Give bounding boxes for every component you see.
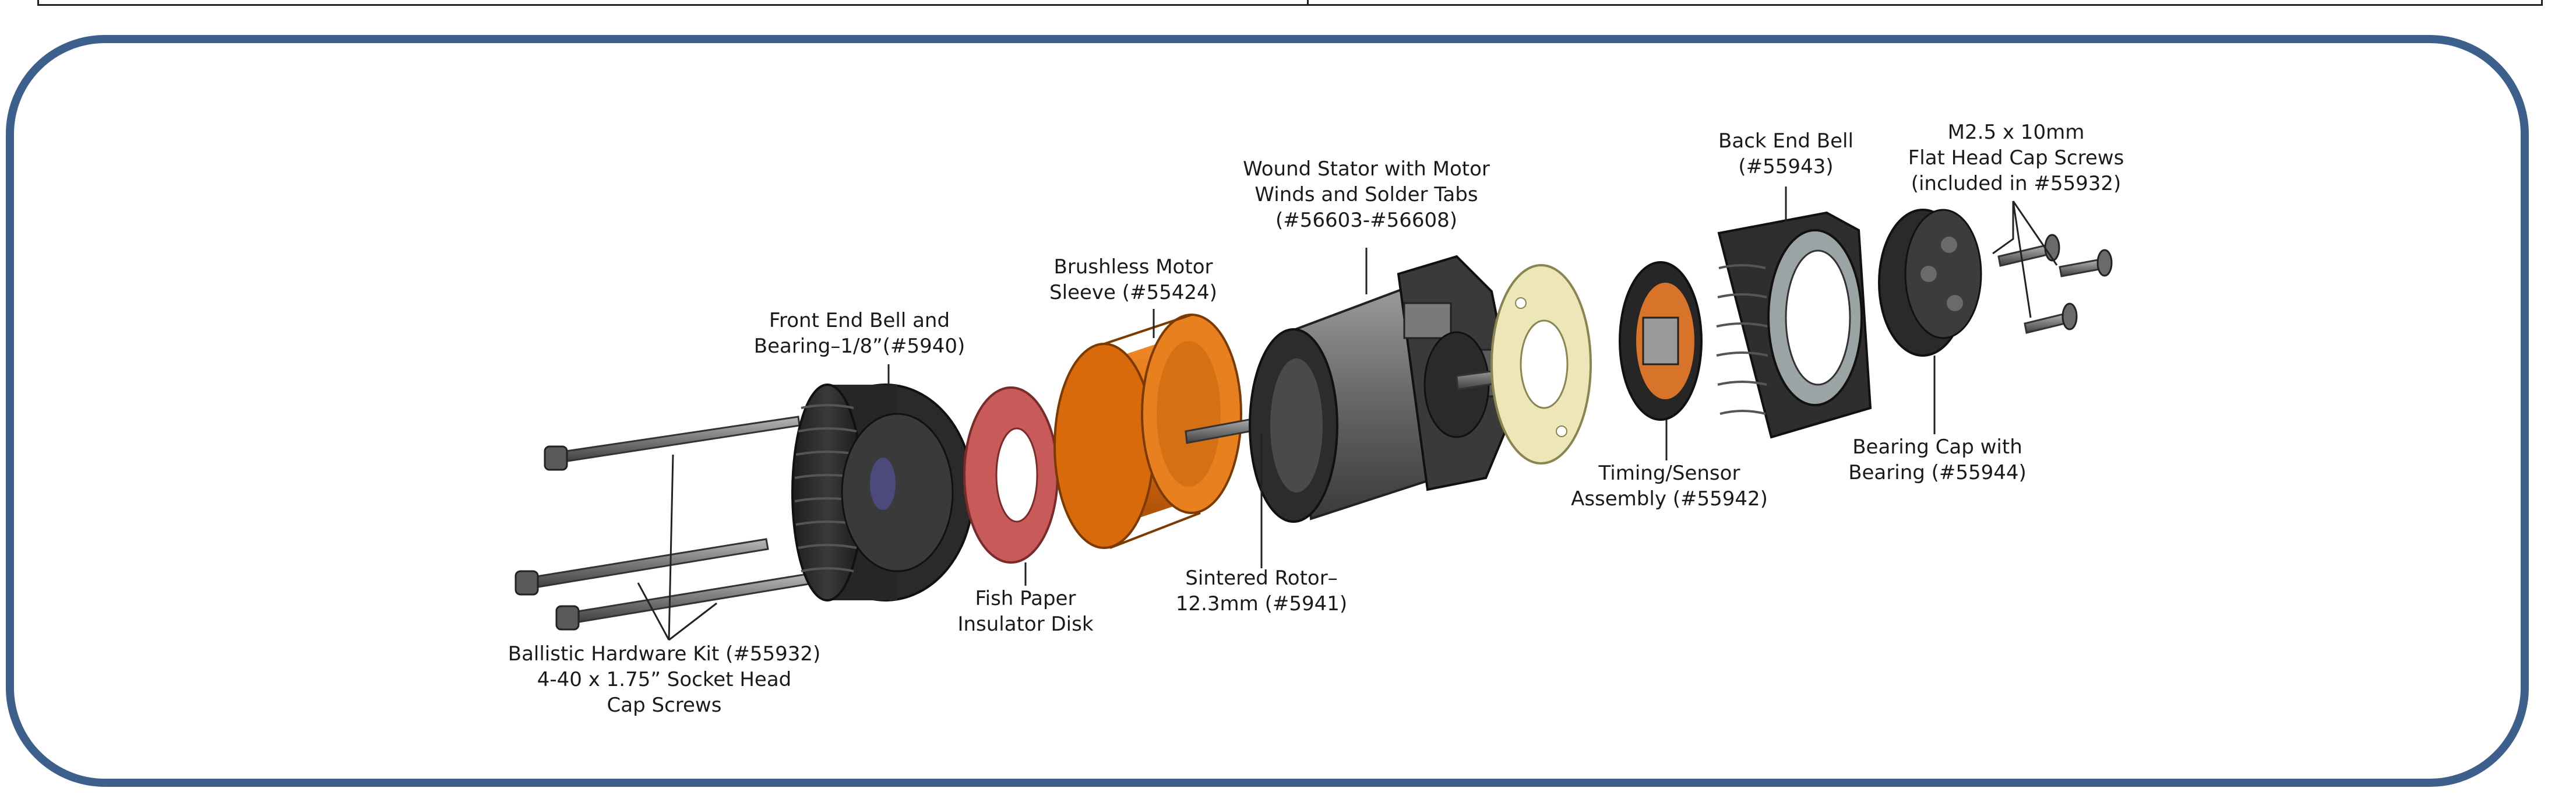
label-sintered-rotor: Sintered Rotor– 12.3mm (#5941): [1175, 567, 1348, 615]
timing-sensor-plate: [1490, 264, 1592, 465]
leader-flat-screws-c: [2012, 200, 2032, 318]
table-strip: [37, 0, 2543, 6]
front-end-bell: [791, 384, 974, 601]
label-flat-head-screws: M2.5 x 10mm Flat Head Cap Screws (includ…: [1908, 121, 2124, 195]
leader-hardware-a: [668, 454, 674, 641]
leader-flat-screws-a: [1992, 201, 2014, 255]
table-divider: [1307, 0, 1309, 6]
diagram-frame: [6, 35, 2529, 787]
flat-head-cap-screws: [1997, 234, 2113, 334]
leader-hardware-b: [637, 582, 670, 641]
label-hardware-kit: Ballistic Hardware Kit (#55932) 4-40 x 1…: [508, 642, 821, 717]
label-fish-paper: Fish Paper Insulator Disk: [957, 587, 1094, 636]
back-end-bell: [1716, 211, 1872, 439]
leader-flat-screws-b: [2012, 200, 2058, 266]
label-brushless-sleeve: Brushless Motor Sleeve (#55424): [1049, 255, 1217, 304]
label-wound-stator: Wound Stator with Motor Winds and Solder…: [1243, 157, 1490, 232]
fish-paper-insulator-disk: [963, 386, 1059, 564]
bearing-cap: [1878, 209, 1982, 357]
leader-hardware-c: [668, 602, 717, 641]
leader-lines: [637, 187, 2058, 641]
label-timing-sensor: Timing/Sensor Assembly (#55942): [1571, 462, 1768, 511]
label-back-end-bell: Back End Bell (#55943): [1718, 129, 1853, 178]
socket-head-cap-screws: [515, 416, 810, 631]
brushless-motor-sleeve: [1053, 314, 1242, 549]
cap-screw-middle: [515, 538, 769, 596]
flat-screw-1: [1997, 234, 2060, 267]
label-front-end-bell: Front End Bell and Bearing–1/8”(#5940): [753, 309, 965, 358]
label-bearing-cap: Bearing Cap with Bearing (#55944): [1848, 435, 2027, 484]
wound-stator: [1249, 255, 1546, 523]
flat-screw-2: [2059, 249, 2113, 277]
timing-sensor-assembly: [1619, 261, 1703, 421]
flat-screw-3: [2024, 302, 2078, 334]
cap-screw-bottom: [555, 573, 810, 631]
